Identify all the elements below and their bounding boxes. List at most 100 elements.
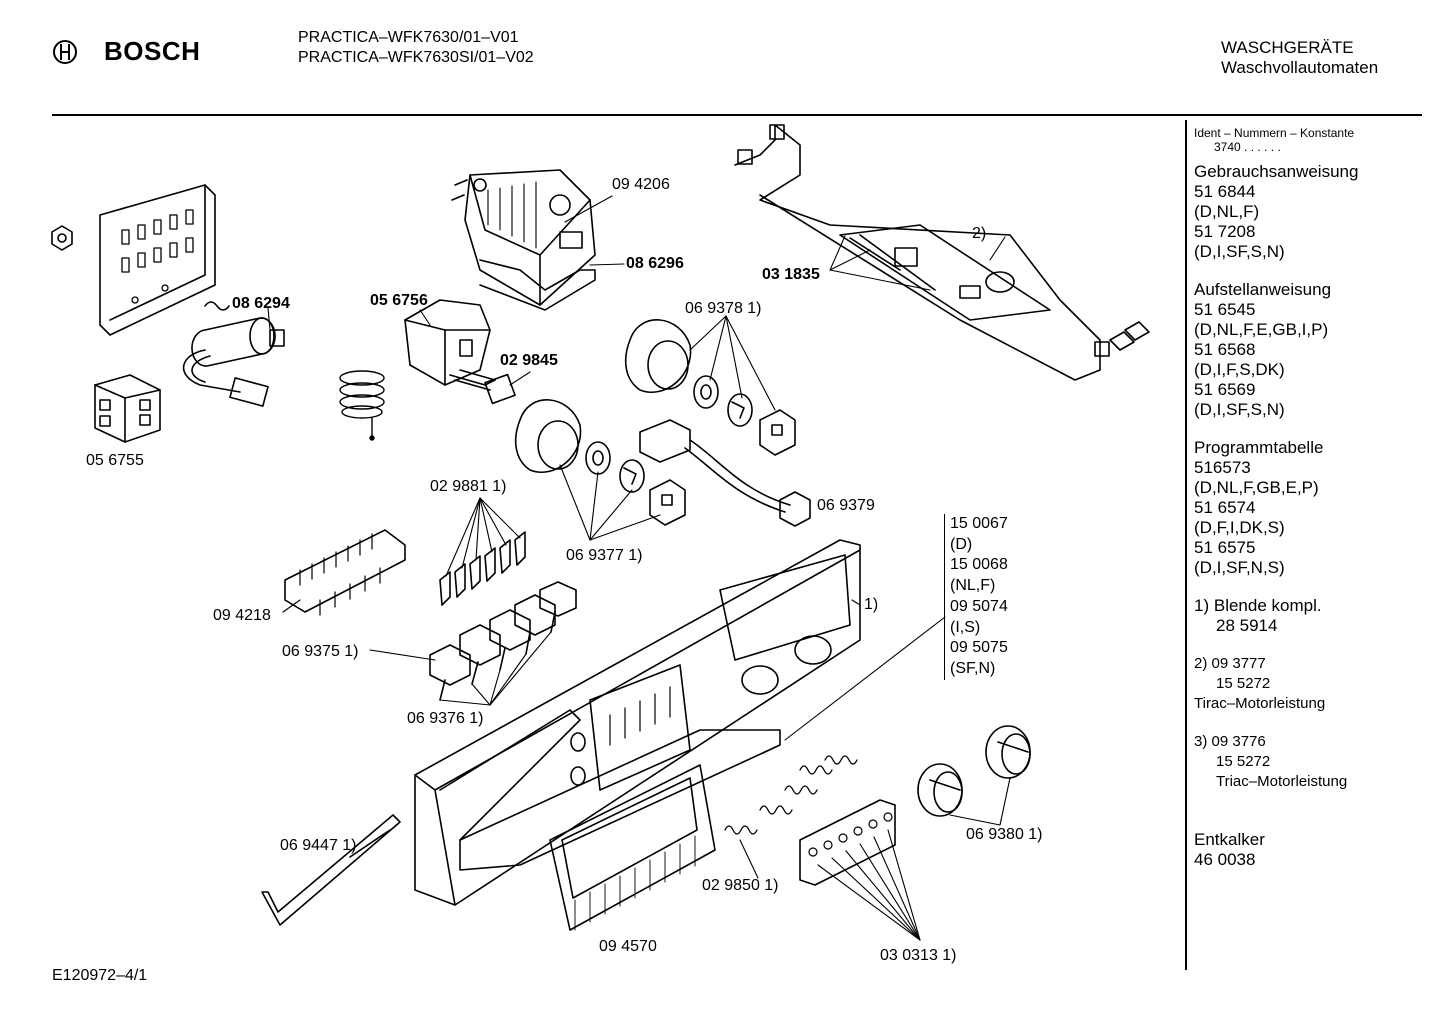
brand-header: BOSCH (52, 36, 200, 67)
board-note-marker: 2) (972, 225, 987, 242)
note-1: 1) Blende kompl. 28 5914 (1194, 596, 1358, 636)
descaler-section: Entkalker 46 0038 (1194, 830, 1358, 870)
section-line: 51 6844 (1194, 182, 1256, 201)
product-category: WASCHGERÄTE Waschvollautomaten (1221, 38, 1378, 78)
model-line-2: PRACTICA–WFK7630SI/01–V02 (298, 49, 534, 66)
variant-line: 15 0067 (950, 515, 1008, 532)
variant-line: (NL,F) (950, 577, 996, 595)
section-line: 46 0038 (1194, 850, 1256, 869)
part-label-056756: 05 6756 (370, 292, 428, 309)
exploded-parts-diagram (51, 124, 1150, 941)
drawing-id: E120972–4/1 (52, 967, 148, 984)
variant-line: (SF,N) (950, 659, 996, 677)
electronics-bracket-drawing (734, 124, 1150, 381)
timer-unit-drawing (451, 169, 596, 311)
capacitor-drawing (182, 301, 285, 407)
part-label-069375: 06 9375 1) (282, 643, 359, 660)
parts-info-sidebar: Ident – Nummern – Konstante 3740 . . . .… (1194, 126, 1358, 870)
part-label-029850: 02 9850 1) (702, 877, 779, 894)
category-line-2: Waschvollautomaten (1221, 58, 1379, 77)
section-line: 51 6569 (1194, 380, 1256, 399)
suppressor-bracket-drawing (99, 184, 216, 336)
connector-cable-drawing (639, 419, 811, 527)
part-label-086294: 08 6294 (232, 295, 290, 312)
model-designation: PRACTICA–WFK7630/01–V01 PRACTICA–WFK7630… (298, 28, 534, 68)
ident-title: Ident – Nummern – Konstante (1194, 126, 1355, 140)
part-label-030313: 03 0313 1) (880, 947, 957, 964)
section-line: (D,NL,F,GB,E,P) (1194, 478, 1319, 497)
part-label-056755: 05 6755 (86, 452, 144, 469)
part-label-029845: 02 9845 (500, 352, 558, 369)
part-label-069378: 06 9378 1) (685, 300, 762, 317)
nut-icon (51, 225, 73, 251)
variant-line: 15 0068 (950, 556, 1008, 574)
section-title: Programmtabelle (1194, 438, 1324, 457)
section-line: (D,I,SF,S,N) (1194, 400, 1285, 419)
variant-line: (I,S) (950, 618, 981, 636)
manual-section: Gebrauchsanweisung 51 6844 (D,NL,F) 51 7… (1194, 162, 1358, 262)
part-label-031835: 03 1835 (762, 266, 820, 283)
note-3: 3) 09 3776 15 5272 Triac–Motorleistung (1194, 732, 1358, 792)
sidebar-divider (1185, 120, 1187, 970)
part-label-069380: 06 9380 1) (966, 826, 1043, 843)
control-panel-drawing (414, 539, 861, 906)
bosch-logo-icon (53, 39, 77, 64)
bolt-drawing (454, 373, 516, 405)
section-line: 51 6545 (1194, 300, 1256, 319)
rotary-knobs-drawing (917, 725, 1031, 817)
panel-note-marker: 1) (864, 596, 879, 613)
panel-variants-list: 15 0067 (D) 15 0068 (NL,F) 09 5074 (I,S)… (950, 514, 1008, 680)
part-label-094218: 09 4218 (213, 607, 271, 624)
note-line: 15 5272 (1216, 753, 1271, 770)
note-line: 09 3777 (1211, 655, 1266, 672)
section-title: Entkalker (1194, 830, 1265, 849)
handle-rod-drawing (261, 814, 401, 926)
section-line: 51 7208 (1194, 222, 1256, 241)
knob-cap-upper-drawing (624, 319, 692, 393)
push-buttons-drawing (429, 581, 577, 701)
section-line: (D,NL,F) (1194, 202, 1260, 221)
door-window-drawing (549, 764, 716, 931)
variant-line: 09 5075 (950, 639, 1008, 657)
model-line-1: PRACTICA–WFK7630/01–V01 (298, 29, 519, 46)
note-line: Triac–Motorleistung (1216, 773, 1348, 790)
choke-drawing (94, 374, 161, 443)
brand-name: BOSCH (104, 36, 201, 66)
section-line: (D,NL,F,E,GB,I,P) (1194, 320, 1329, 339)
spring-coil-drawing (339, 370, 385, 441)
part-label-069376: 06 9376 1) (407, 710, 484, 727)
door-lock-drawing (404, 299, 496, 386)
contact-springs-drawing (439, 531, 526, 606)
part-label-069447: 06 9447 1) (280, 837, 357, 854)
note-line: 09 3776 (1211, 733, 1266, 750)
section-line: (D,I,SF,S,N) (1194, 242, 1285, 261)
note-line: 28 5914 (1216, 616, 1278, 635)
section-line: 51 6574 (1194, 498, 1256, 517)
variant-line: (D) (950, 535, 973, 553)
knob-shafts-drawing (649, 409, 796, 526)
header-divider (52, 114, 1422, 116)
note-line: 15 5272 (1216, 675, 1271, 692)
program-table-section: Programmtabelle 516573 (D,NL,F,GB,E,P) 5… (1194, 438, 1358, 578)
spring-set-drawing (724, 755, 858, 835)
knob-cap-lower-drawing (514, 399, 582, 473)
part-label-069379: 06 9379 (817, 497, 875, 514)
section-title: Gebrauchsanweisung (1194, 162, 1359, 181)
leader-lines (267, 195, 1011, 941)
installation-section: Aufstellanweisung 51 6545 (D,NL,F,E,GB,I… (1194, 280, 1358, 420)
section-line: 51 6568 (1194, 340, 1256, 359)
section-line: (D,I,SF,N,S) (1194, 558, 1285, 577)
part-label-094206: 09 4206 (612, 176, 670, 193)
panel-variants-bracket (944, 514, 945, 680)
section-line: 516573 (1194, 458, 1251, 477)
section-title: Aufstellanweisung (1194, 280, 1332, 299)
note-marker: 2) (1194, 655, 1208, 672)
note-line: Blende kompl. (1213, 596, 1322, 615)
part-label-086296: 08 6296 (626, 255, 684, 272)
switch-block-drawing (284, 529, 406, 616)
ident-value: 3740 . . . . . . (1214, 140, 1281, 154)
switch-caps-drawing (799, 799, 896, 886)
note-marker: 1) (1194, 596, 1210, 615)
note-line: Tirac–Motorleistung (1194, 695, 1326, 712)
note-marker: 3) (1194, 733, 1208, 750)
